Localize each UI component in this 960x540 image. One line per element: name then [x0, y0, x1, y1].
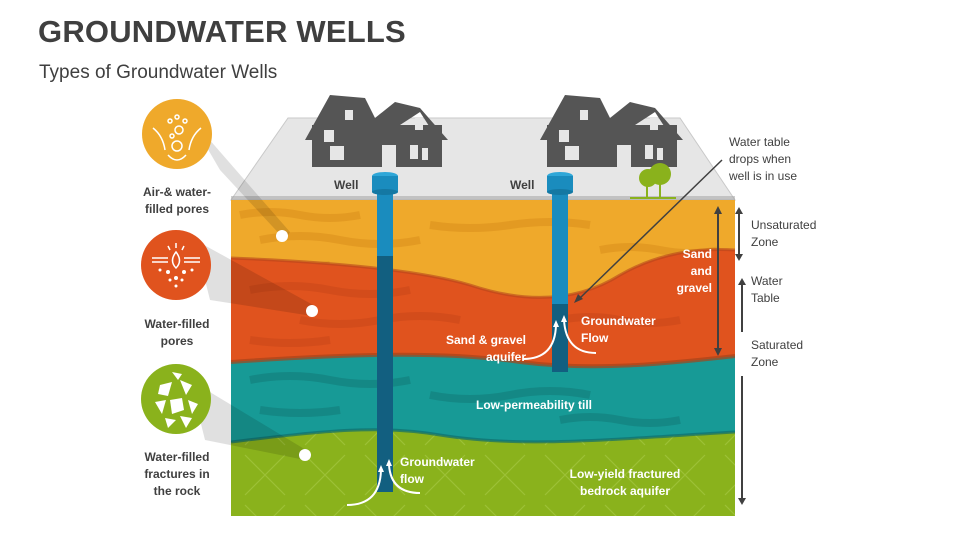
label-line: gravel [676, 281, 712, 295]
label-line: Table [751, 291, 780, 305]
sand-gravel-aquifer-label: Sand & gravel aquifer [428, 332, 526, 366]
label-line: Air-& water- [142, 185, 211, 199]
marker-dot-1 [276, 230, 288, 242]
water-filled-pores-icon [141, 230, 211, 300]
house-right-icon [540, 95, 683, 167]
water-table-pointer [579, 159, 723, 299]
label-line: drops when [729, 152, 792, 166]
saturated-zone-label: Saturated Zone [751, 337, 803, 371]
label-line: well is in use [729, 169, 798, 183]
label-line: Flow [581, 331, 609, 345]
groundwater-flow-arrows-upper [522, 319, 597, 360]
label-line: Groundwater [581, 314, 656, 328]
bedrock-aquifer-label: Low-yield fractured bedrock aquifer [560, 466, 690, 500]
air-water-pores-icon [142, 99, 212, 169]
till-label: Low-permeability till [476, 398, 593, 412]
air-water-pores-label: Air-& water- filled pores [118, 184, 236, 218]
label-line: and [690, 264, 712, 278]
water-table-label: Water Table [751, 273, 783, 307]
label-line: Zone [751, 355, 779, 369]
label-line: pores [160, 334, 194, 348]
fractures-icon [141, 364, 211, 434]
fractures-label: Water-filled fractures in the rock [118, 449, 236, 500]
label-line: aquifer [485, 350, 526, 364]
label-line: the rock [153, 484, 201, 498]
groundwater-flow-lower-label: Groundwater flow [400, 454, 475, 488]
label-line: Water [751, 274, 783, 288]
label-line: Water-filled [144, 450, 210, 464]
label-line: bedrock aquifer [579, 484, 671, 498]
label-line: Sand [682, 247, 712, 261]
water-filled-pores-label: Water-filled pores [118, 316, 236, 350]
label-line: Groundwater [400, 455, 475, 469]
label-line: Low-yield fractured [569, 467, 681, 481]
marker-dot-3 [299, 449, 311, 461]
label-line: Unsaturated [751, 218, 817, 232]
groundwater-flow-upper-label: Groundwater Flow [581, 313, 656, 347]
page-subtitle: Types of Groundwater Wells [39, 62, 278, 83]
label-line: Saturated [751, 338, 804, 352]
sand-and-gravel-label: Sand and gravel [670, 246, 712, 297]
page-title: GROUNDWATER WELLS [38, 14, 406, 49]
groundwater-flow-arrows-lower [346, 464, 421, 506]
unsaturated-zone-label: Unsaturated Zone [751, 217, 816, 251]
well-left-pipe [372, 172, 398, 492]
label-line: Zone [751, 235, 779, 249]
marker-dot-2 [306, 305, 318, 317]
house-left-icon [305, 95, 448, 167]
well-right-label: Well [510, 178, 535, 192]
label-line: Water table [729, 135, 790, 149]
water-table-drops-annotation: Water table drops when well is in use [729, 134, 797, 185]
label-line: flow [400, 472, 424, 486]
label-line: filled pores [144, 202, 209, 216]
well-left-label: Well [334, 178, 359, 192]
tree-icon [630, 163, 676, 199]
label-line: Sand & gravel [445, 333, 526, 347]
label-line: Water-filled [144, 317, 210, 331]
label-line: fractures in [144, 467, 210, 481]
